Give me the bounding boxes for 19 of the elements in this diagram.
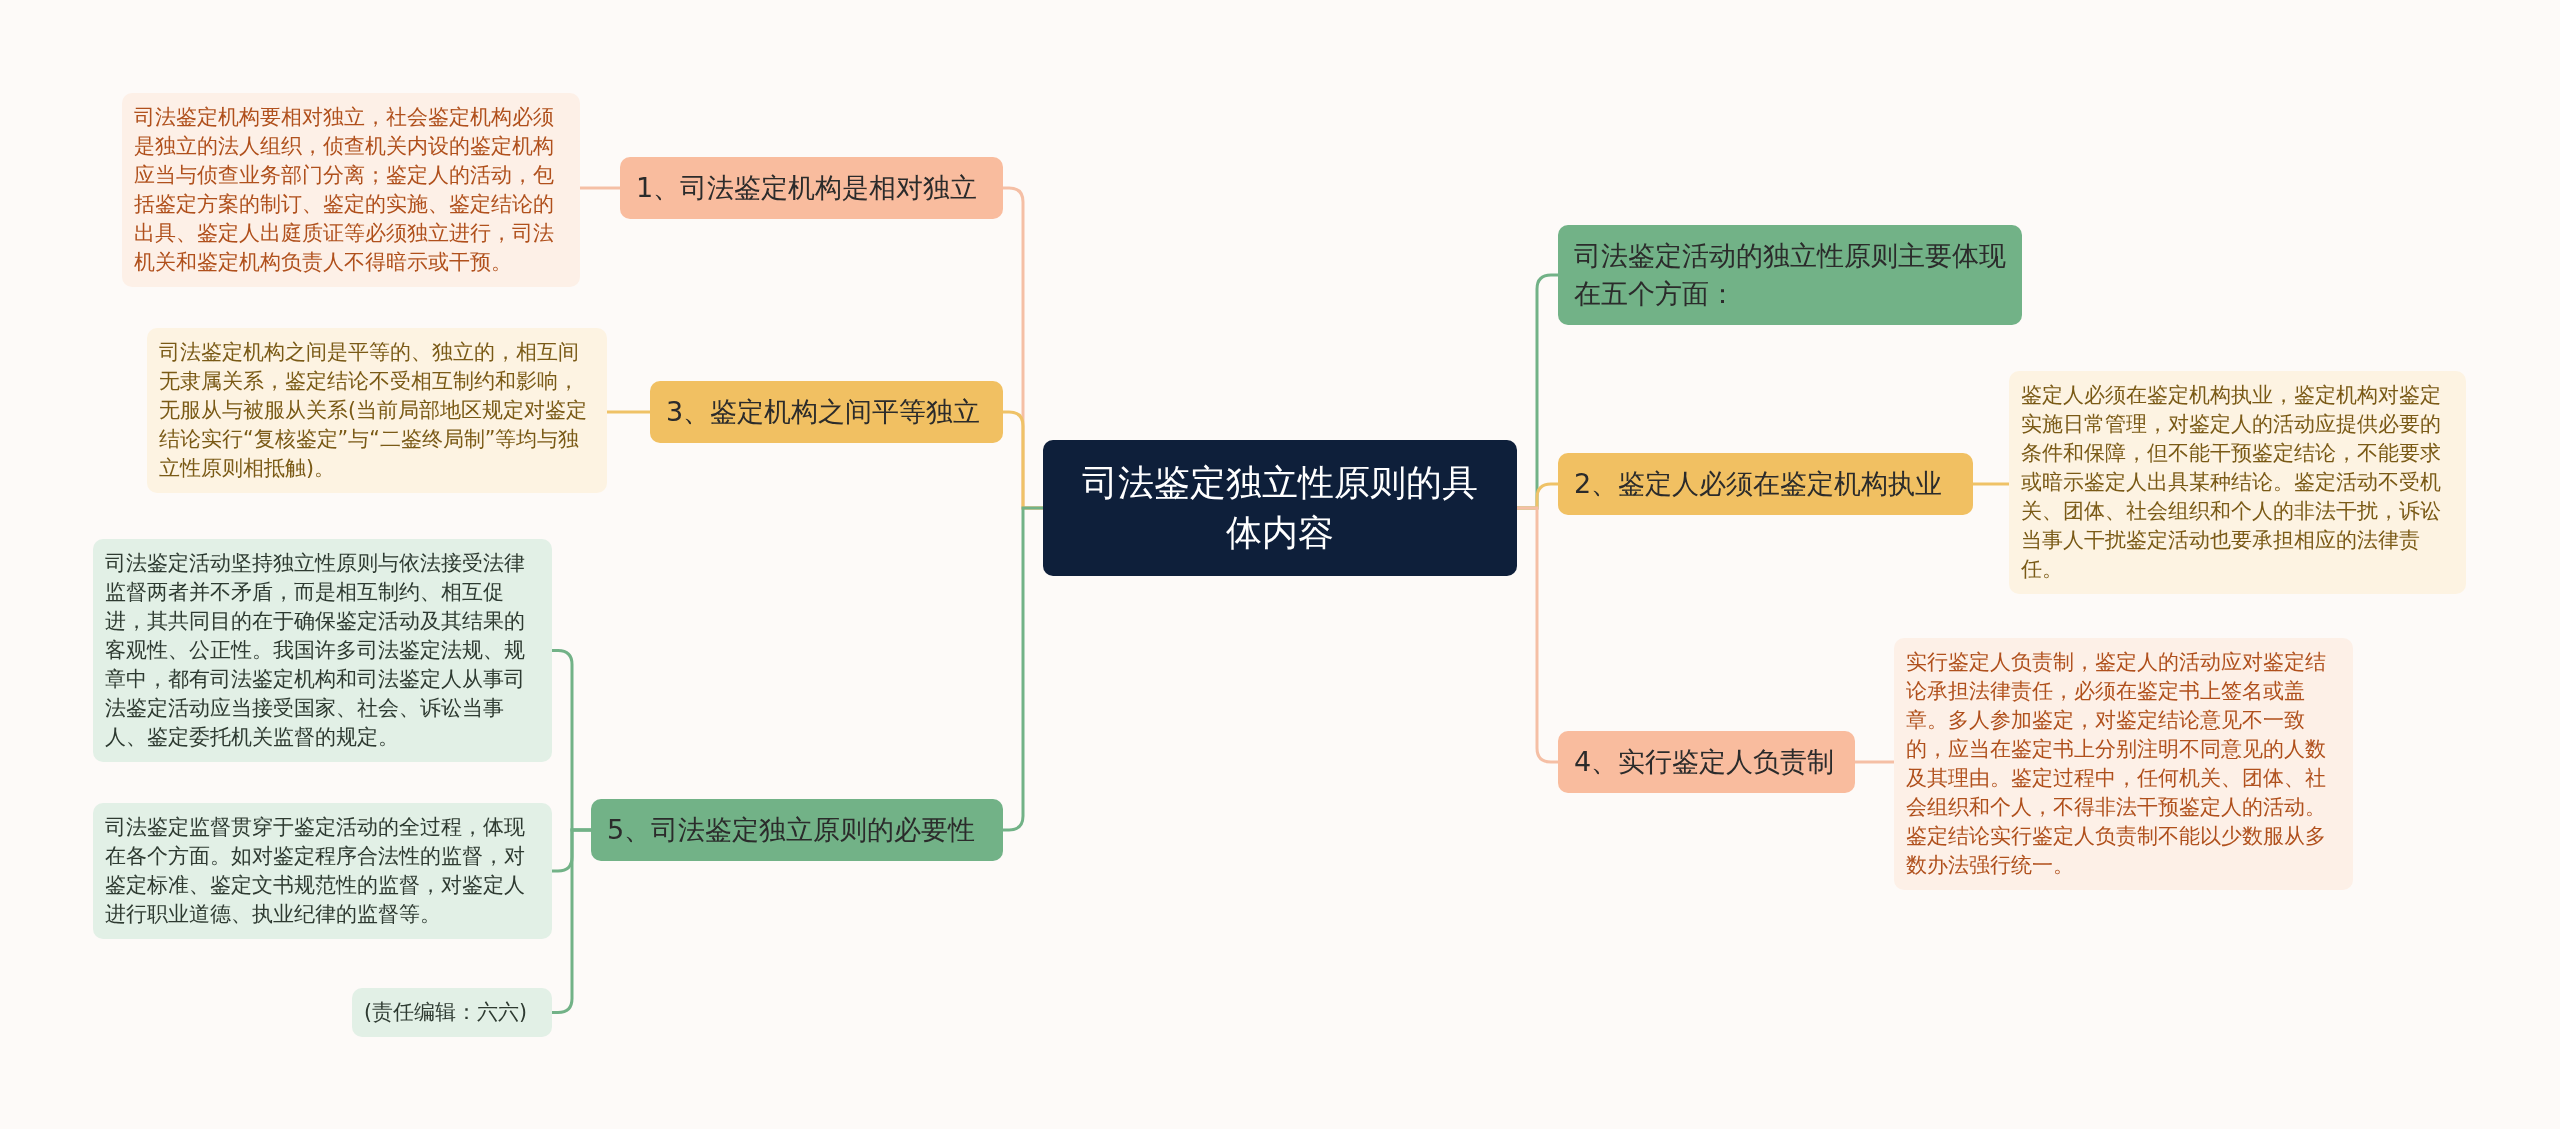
topic-box: 司法鉴定活动的独立性原则主要体现在五个方面： — [1558, 225, 2022, 325]
connector — [1517, 506, 1558, 764]
topic-box: 5、司法鉴定独立原则的必要性 — [591, 799, 1003, 861]
topic-box: 1、司法鉴定机构是相对独立 — [620, 157, 1003, 219]
note-box: 鉴定人必须在鉴定机构执业，鉴定机构对鉴定实施日常管理，对鉴定人的活动应提供必要的条件和保障，但不能干预鉴定结论，不能要求或暗示鉴定人出具某种结论。鉴定活动不受机关、团体、社会组织和个人的非法干扰，诉讼当事人干扰鉴定活动也要承担相应的法律责任。 — [2009, 370, 2466, 594]
connector — [1973, 482, 2009, 486]
topic-box: 2、鉴定人必须在鉴定机构执业 — [1558, 453, 1973, 515]
note-box: 司法鉴定活动坚持独立性原则与依法接受法律监督两者并不矛盾，而是相互制约、相互促进，其共同目的在于确保鉴定活动及其结果的客观性、公正性。我国许多司法鉴定法规、规章中，都有司法鉴定机构和司法鉴定人从事司法鉴定活动应当接受国家、社会、诉讼当事人、鉴定委托机关监督的规定。 — [93, 538, 552, 762]
topic-box: 4、实行鉴定人负责制 — [1558, 731, 1855, 793]
connector — [580, 186, 620, 190]
connector — [1855, 760, 1894, 764]
root-topic-box: 司法鉴定独立性原则的具体内容 — [1043, 440, 1517, 576]
connector — [607, 410, 650, 414]
note-box: 司法鉴定机构要相对独立，社会鉴定机构必须是独立的法人组织，侦查机关内设的鉴定机构应当与侦查业务部门分离；鉴定人的活动，包括鉴定方案的制订、鉴定的实施、鉴定结论的出具、鉴定人出庭质证等必须独立进行，司法机关和鉴定机构负责人不得暗示或干预。 — [122, 93, 580, 287]
topic-box: 3、鉴定机构之间平等独立 — [650, 381, 1003, 443]
note-box: 实行鉴定人负责制，鉴定人的活动应对鉴定结论承担法律责任，必须在鉴定书上签名或盖章。多人参加鉴定，对鉴定结论意见不一致的，应当在鉴定书上分别注明不同意见的人数及其理由。鉴定过程中，任何机关、团体、社会组织和个人，不得非法干预鉴定人的活动。鉴定结论实行鉴定人负责制不能以少数服从多数办法强行统一。 — [1894, 638, 2353, 890]
note-box: 司法鉴定机构之间是平等的、独立的，相互间无隶属关系，鉴定结论不受相互制约和影响，无服从与被服从关系(当前局部地区规定对鉴定结论实行“复核鉴定”与“二鉴终局制”等均与独立性原则相抵触)。 — [147, 327, 607, 493]
note-box: 司法鉴定监督贯穿于鉴定活动的全过程，体现在各个方面。如对鉴定程序合法性的监督，对鉴定标准、鉴定文书规范性的监督，对鉴定人进行职业道德、执业纪律的监督等。 — [93, 803, 552, 939]
note-box: (责任编辑：六六) — [352, 987, 552, 1037]
